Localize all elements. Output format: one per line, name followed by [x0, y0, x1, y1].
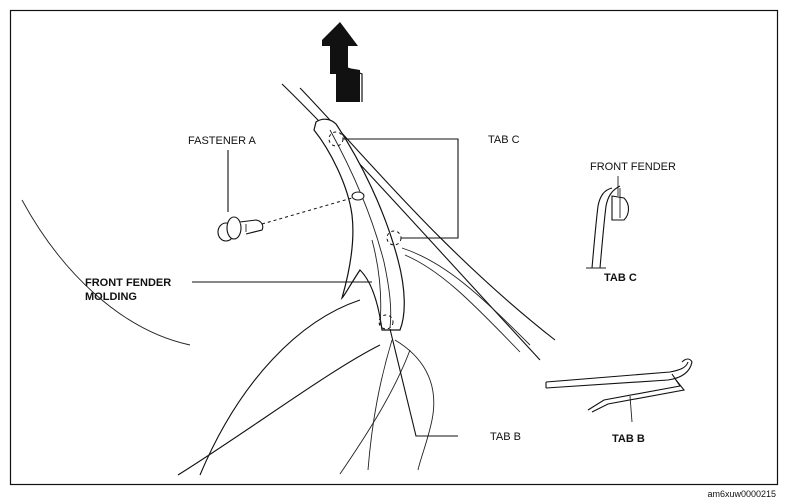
tab-b-detail-label: TAB B	[612, 433, 645, 445]
molding-label-line2: MOLDING	[85, 291, 137, 303]
fastener-a-icon	[217, 216, 264, 242]
tab-c-detail-label: TAB C	[604, 272, 637, 284]
front-fender-label: FRONT FENDER	[590, 161, 676, 173]
tab-b-detail: TAB B	[545, 358, 693, 445]
tab-c-leader	[343, 138, 459, 239]
tab-b-leader	[389, 328, 458, 437]
diagram-frame	[9, 9, 779, 486]
direction-arrow-icon	[322, 22, 363, 102]
front-fender-molding-part	[313, 118, 405, 331]
fastener-dashed-leader	[261, 197, 353, 225]
tab-b-marker	[378, 314, 394, 330]
body-outline	[21, 83, 556, 476]
tab-b-label: TAB B	[490, 431, 521, 443]
tab-c-detail: FRONT FENDER TAB C	[586, 161, 676, 284]
reference-code: am6xuw0000215	[707, 489, 776, 499]
fastener-a-label: FASTENER A	[188, 135, 257, 147]
molding-label-line1: FRONT FENDER	[85, 277, 171, 289]
tab-c-label: TAB C	[488, 134, 520, 146]
